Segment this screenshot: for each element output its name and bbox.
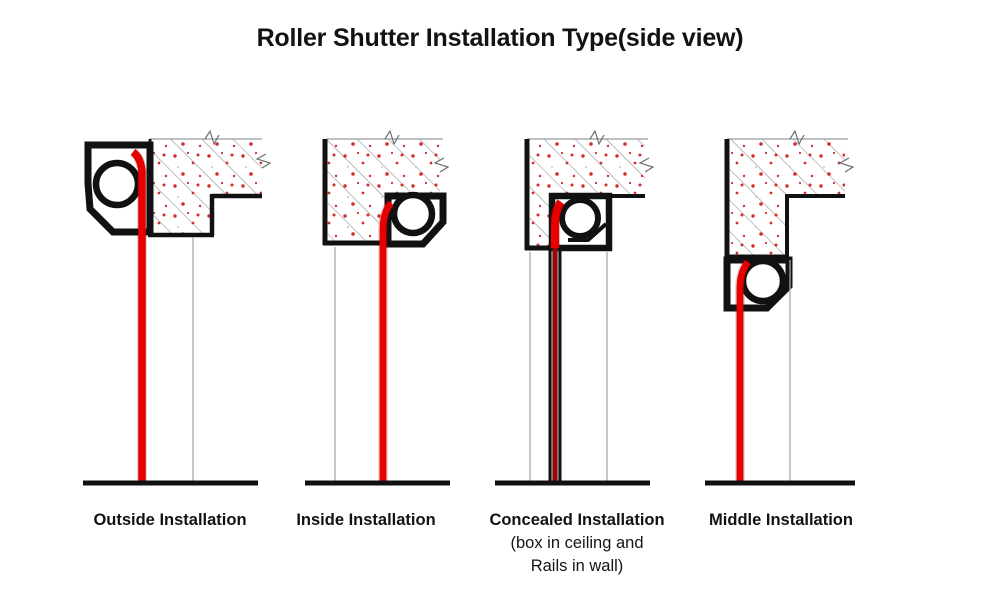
shutter-box (84, 141, 154, 236)
roller-drum (559, 197, 601, 239)
concrete-slab (724, 129, 855, 260)
roller-drum (390, 191, 436, 237)
shutter-box-chamfer (568, 222, 608, 242)
roller-drum (92, 159, 142, 209)
break-symbol-top (204, 129, 220, 146)
shutter-box (384, 191, 447, 248)
diagram-middle-installation: Middle Installation (705, 129, 855, 529)
caption-concealed-sub-1: (box in ceiling and (511, 534, 644, 552)
caption-outside-installation: Outside Installation (93, 511, 246, 529)
page-title: Roller Shutter Installation Type(side vi… (256, 24, 744, 52)
break-symbol-right (838, 157, 855, 173)
diagram-concealed-installation: Concealed Installation (box in ceiling a… (489, 129, 665, 575)
shutter-curtain-core (130, 149, 146, 483)
break-symbol-right (638, 157, 655, 173)
break-symbol-top (589, 129, 605, 146)
caption-concealed-installation: Concealed Installation (489, 511, 664, 529)
diagram-inside-installation: Inside Installation (296, 129, 450, 529)
break-symbol-top (384, 129, 400, 146)
break-symbol-right (255, 153, 272, 169)
shutter-curtain (379, 200, 394, 483)
shutter-curtain-top (551, 199, 565, 248)
break-symbol-right (433, 157, 450, 173)
caption-concealed-sub-2: Rails in wall) (531, 557, 624, 575)
diagram-outside-installation: Outside Installation (83, 129, 272, 529)
caption-middle-installation: Middle Installation (709, 511, 853, 529)
caption-inside-installation: Inside Installation (296, 511, 435, 529)
concrete-slab (148, 129, 272, 238)
break-symbol-top (789, 129, 805, 146)
shutter-curtain (736, 259, 751, 483)
